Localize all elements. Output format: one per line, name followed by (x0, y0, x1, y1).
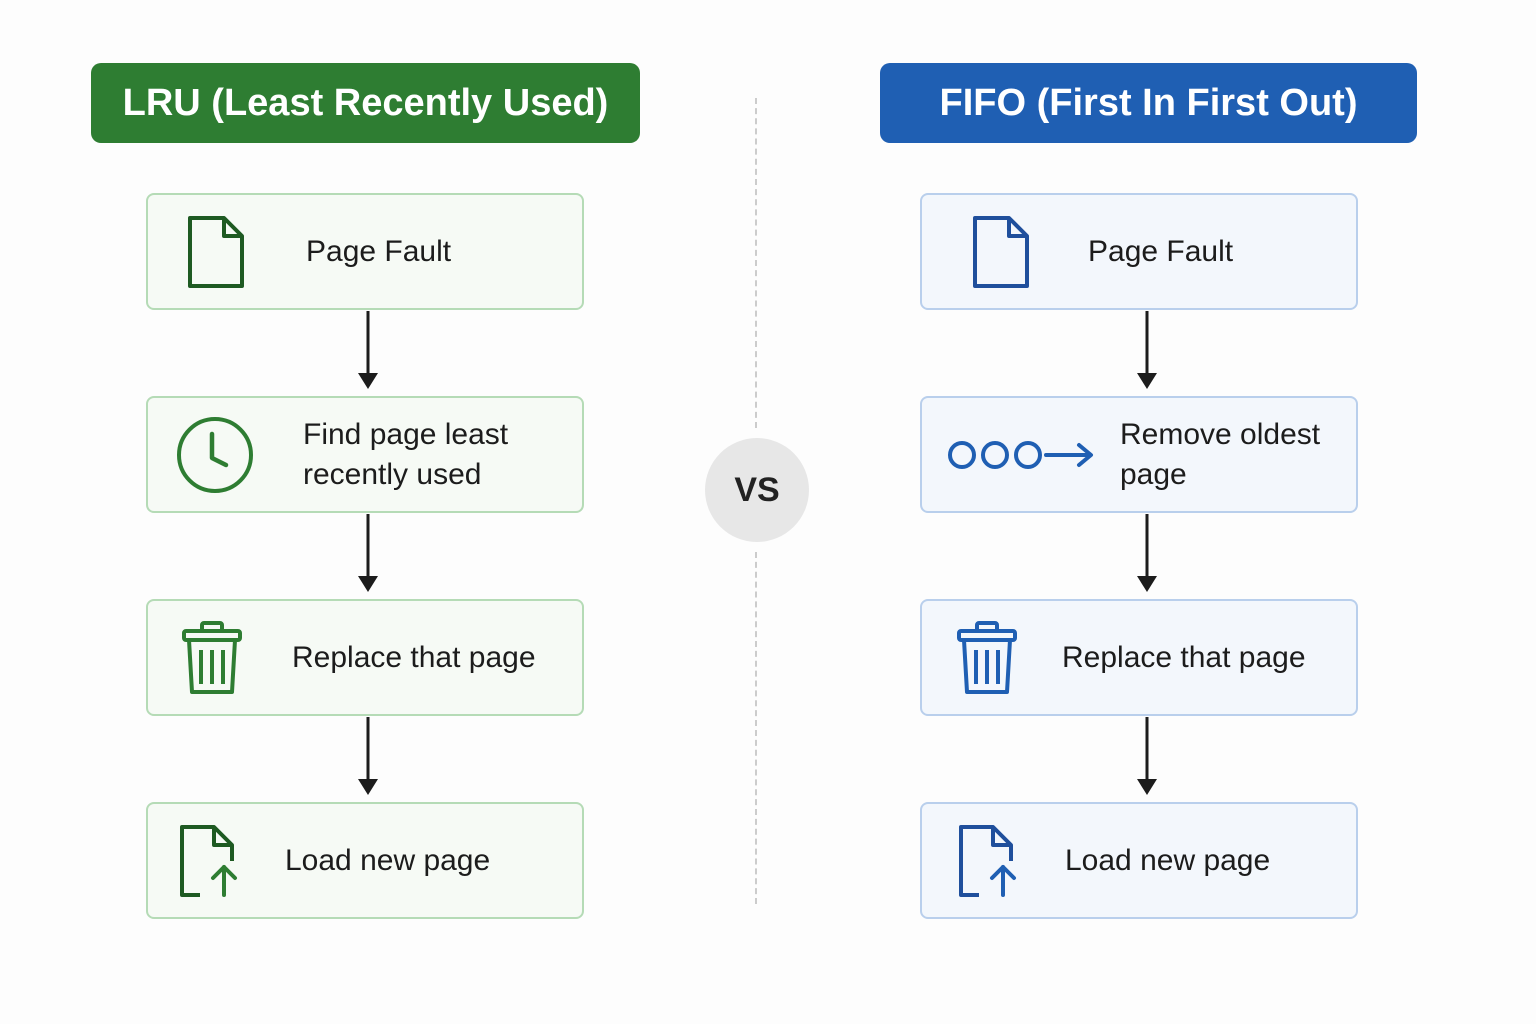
flow-arrow (358, 311, 378, 389)
clock-icon (177, 416, 253, 493)
fifo-step-load: Load new page (920, 802, 1358, 919)
flow-arrow (1137, 311, 1157, 389)
document-icon (188, 215, 244, 288)
trash-icon (182, 620, 242, 694)
lru-title: LRU (Least Recently Used) (91, 63, 640, 143)
lru-step-load: Load new page (146, 802, 584, 919)
fifo-step-replace: Replace that page (920, 599, 1358, 716)
lru-step-find-least-recent: Find page least recently used (146, 396, 584, 513)
step-label: Replace that page (292, 640, 536, 674)
flow-arrow (1137, 514, 1157, 592)
step-label: Page Fault (306, 234, 452, 268)
step-label: Find page least recently used (303, 417, 509, 491)
divider-top (755, 98, 757, 428)
fifo-step-remove-oldest: Remove oldest page (920, 396, 1358, 513)
trash-icon (957, 620, 1017, 694)
step-label: Page Fault (1088, 234, 1234, 268)
step-label: Load new page (1065, 843, 1271, 877)
flow-arrow (358, 717, 378, 795)
flow-arrow (1137, 717, 1157, 795)
flow-arrow (358, 514, 378, 592)
queue-arrow-icon (948, 440, 1093, 469)
vs-badge: VS (705, 438, 809, 542)
divider-bottom (755, 552, 757, 904)
upload-file-icon (180, 824, 237, 897)
lru-step-replace: Replace that page (146, 599, 584, 716)
document-icon (973, 215, 1029, 288)
upload-file-icon (959, 824, 1016, 897)
lru-step-page-fault: Page Fault (146, 193, 584, 310)
fifo-step-page-fault: Page Fault (920, 193, 1358, 310)
step-label: Load new page (285, 843, 491, 877)
fifo-title: FIFO (First In First Out) (880, 63, 1417, 143)
step-label: Remove oldest page (1120, 417, 1321, 491)
step-label: Replace that page (1062, 640, 1306, 674)
